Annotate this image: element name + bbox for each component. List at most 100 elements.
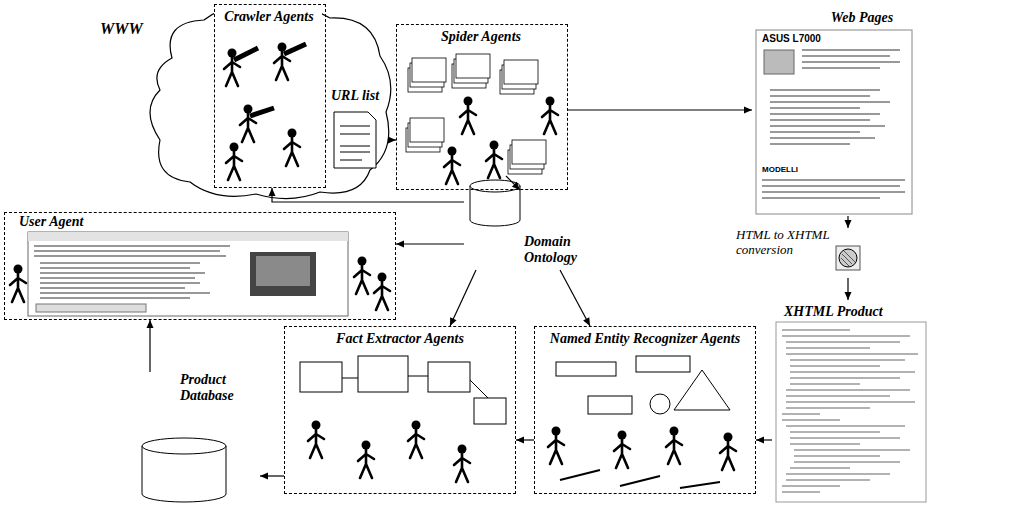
stick-figure [408, 421, 424, 459]
crawler-figures [224, 43, 306, 181]
connector-arrow [260, 473, 284, 480]
connector-arrow [326, 140, 328, 141]
arrow-head [756, 437, 764, 444]
xhtml-document [776, 322, 926, 502]
arrow-head [388, 137, 396, 144]
connector-arrow [845, 278, 852, 300]
connector-line [560, 270, 590, 326]
arrow-head [260, 473, 268, 480]
paper [504, 60, 538, 84]
arrow-head [845, 220, 852, 228]
stick-figure [666, 427, 682, 465]
page-heading: ASUS L7000 [762, 33, 821, 44]
connector-arrow [269, 188, 465, 202]
stick-figure [614, 431, 630, 469]
ner-agents-box: Named Entity Recognizer Agents [534, 326, 756, 494]
stick-figure [542, 97, 558, 135]
node-label: Product Database [180, 372, 252, 404]
connector-arrow [388, 137, 396, 144]
screenshot-lines [34, 246, 230, 298]
code-lines [782, 330, 918, 492]
connector-line [568, 109, 752, 110]
stick-figure [284, 129, 300, 167]
stick-figure [548, 427, 564, 465]
connector-arrow [516, 437, 534, 444]
url-document [334, 112, 376, 168]
node-label: Domain Ontology [524, 234, 592, 266]
www-label: WWW [100, 20, 143, 38]
fact-frame [300, 362, 342, 392]
page-section: MODELLI [762, 165, 798, 174]
spider-agents-box: Spider Agents [396, 24, 568, 190]
connector-arrow [450, 270, 476, 326]
stick-figure [240, 105, 256, 143]
paper [410, 118, 444, 142]
connector-arrow [147, 320, 154, 372]
stick-figure [486, 141, 502, 179]
connector-arrow [756, 437, 772, 444]
crawler-ground [214, 4, 322, 188]
scattered-sticks [560, 470, 720, 488]
connector-arrow [506, 176, 520, 190]
arrow-head [583, 317, 590, 326]
node-label: Fact Extractor Agents [289, 331, 511, 347]
fact-frame [428, 362, 470, 392]
telescope [284, 44, 306, 54]
arrow-head [512, 182, 520, 190]
node-label: URL list [328, 88, 382, 104]
entity-shape [674, 370, 730, 410]
crawler-agents-box: Crawler Agents [214, 4, 326, 188]
telescope [250, 108, 274, 116]
connector-arrow [845, 216, 852, 228]
entity-shapes [556, 356, 730, 414]
domain-ontology: Domain Ontology [464, 176, 600, 270]
stick-figure [10, 265, 26, 303]
xhtml-product-document: XHTML Product [772, 300, 928, 504]
arrow-head [845, 292, 852, 300]
connector-line [450, 270, 476, 326]
fact-links [342, 376, 488, 398]
conversion-icon [836, 246, 860, 270]
url-list-document: URL list [328, 88, 390, 172]
paper [512, 140, 546, 164]
user-agent-box: User Agent [4, 212, 396, 320]
stick-figure [454, 445, 470, 483]
connector-line [326, 139, 328, 140]
node-label: Web Pages [808, 10, 916, 26]
arrow-head [396, 241, 404, 248]
stick-figure [224, 49, 240, 87]
stick-figure [374, 273, 390, 311]
node-label: HTML to XHTML conversion [736, 228, 836, 258]
stick-figure [354, 257, 370, 295]
screenshot-laptop [250, 252, 316, 296]
connector-line [272, 188, 464, 202]
laptop-photo [764, 50, 794, 74]
fact-frames [300, 356, 506, 424]
connector-arrow [396, 241, 464, 248]
connector-arrow [560, 270, 590, 326]
stick-figure [720, 433, 736, 471]
user-screenshot [28, 232, 348, 316]
page-text-lines [762, 50, 905, 198]
paper-stacks [406, 54, 546, 174]
entity-shape [650, 394, 670, 414]
node-label: Crawler Agents [219, 9, 319, 25]
node-label: XHTML Product [784, 304, 924, 320]
lens-hatch [841, 251, 855, 266]
fact-extractor-box: Fact Extractor Agents [284, 326, 516, 494]
arrow-head [516, 437, 524, 444]
stick-figure [274, 43, 290, 81]
arrow-head [450, 317, 457, 326]
price-box [36, 304, 146, 312]
fact-frame [358, 356, 408, 392]
fact-frame [474, 398, 506, 424]
connector-line [396, 243, 464, 244]
web-page [756, 30, 912, 214]
conversion-lens [839, 249, 857, 267]
entity-shape [636, 356, 690, 372]
entity-shape [588, 396, 632, 414]
stick-figure [226, 143, 242, 181]
entity-shape [556, 362, 616, 376]
